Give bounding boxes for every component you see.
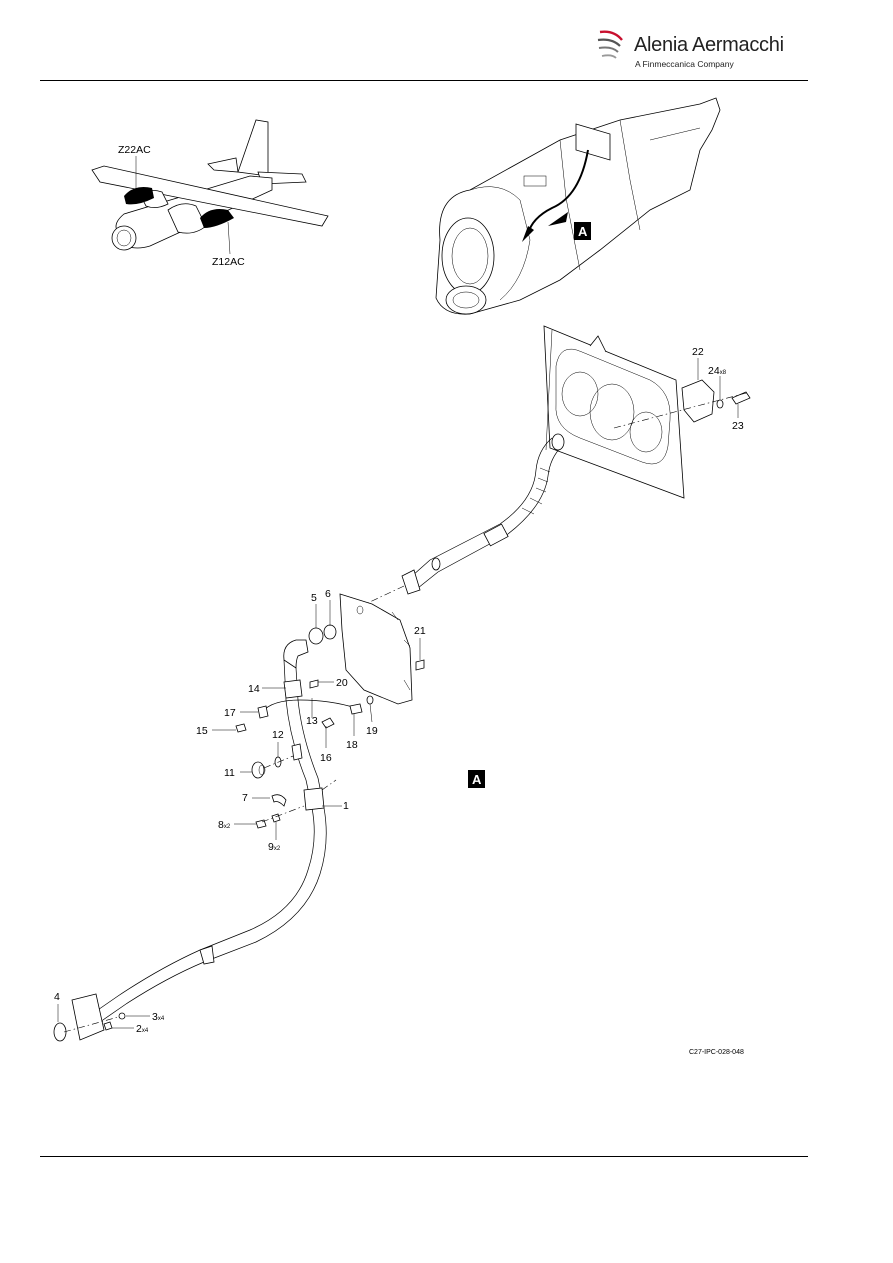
- firewall-bulkhead: [543, 325, 685, 499]
- view-a-marker-lower-text: A: [472, 772, 482, 787]
- bolt-2: [103, 1021, 113, 1031]
- callout-15: 15: [196, 725, 208, 737]
- callout-16: 16: [320, 752, 332, 764]
- swoosh-logo-icon: [597, 30, 623, 59]
- callout-8: 8x2: [218, 819, 231, 831]
- view-a-marker-upper: [574, 222, 591, 240]
- header-divider: [40, 80, 808, 81]
- seal-ring-4: [53, 1022, 67, 1042]
- bolt-23: [731, 391, 751, 405]
- sensor-11: [251, 761, 265, 779]
- callout-6: 6: [325, 588, 331, 600]
- seal-6: [323, 624, 337, 640]
- view-a-marker-lower: [468, 770, 485, 788]
- upper-flex-duct: [401, 433, 565, 595]
- callout-18: 18: [346, 739, 358, 751]
- callout-13: 13: [306, 715, 318, 727]
- callout-4: 4: [54, 991, 60, 1003]
- zone-z12ac-area: [200, 209, 234, 228]
- callout-23: 23: [732, 420, 744, 432]
- zone-label-z12ac: Z12AC: [212, 256, 245, 268]
- screw-8: [255, 819, 267, 829]
- washer-9: [271, 813, 281, 823]
- duct-flange: [71, 993, 105, 1041]
- callout-19: 19: [366, 725, 378, 737]
- company-logo: Alenia Aermacchi A Finmeccanica Company: [596, 26, 796, 80]
- callout-7: 7: [242, 792, 248, 804]
- bonding-cable-13: [261, 699, 357, 713]
- callout-22: 22: [692, 346, 704, 358]
- callout-14: 14: [248, 683, 260, 695]
- callout-5: 5: [311, 592, 317, 604]
- zone-z22ac-area: [124, 187, 154, 205]
- figure-reference-code: C27-IPC-028-048: [689, 1049, 744, 1056]
- callout-9: 9x2: [268, 841, 281, 853]
- washer-24: [716, 399, 724, 409]
- footer-divider: [40, 1156, 808, 1157]
- callout-11: 11: [224, 767, 235, 779]
- clamp-5: [308, 627, 324, 645]
- zone-label-z22ac: Z22AC: [118, 144, 151, 156]
- clamp-7: [271, 794, 287, 807]
- nut-3: [118, 1012, 126, 1020]
- callout-2: 2x4: [136, 1023, 149, 1035]
- callout-3: 3x4: [152, 1011, 165, 1023]
- callout-1: 1: [343, 800, 349, 812]
- logo-tagline: A Finmeccanica Company: [635, 59, 734, 69]
- main-duct: [91, 639, 327, 1023]
- callout-20: 20: [336, 677, 348, 689]
- gasket-22: [681, 379, 715, 423]
- mounting-plate: [339, 593, 413, 705]
- logo-name: Alenia Aermacchi: [634, 34, 784, 56]
- aircraft-locator-drawing: [91, 119, 329, 255]
- engine-nacelle-drawing: [435, 97, 721, 315]
- callout-17: 17: [224, 707, 236, 719]
- callout-12: 12: [272, 729, 284, 741]
- callout-21: 21: [414, 625, 426, 637]
- callout-24: 24x8: [708, 365, 727, 377]
- view-a-marker-upper-text: A: [578, 224, 588, 239]
